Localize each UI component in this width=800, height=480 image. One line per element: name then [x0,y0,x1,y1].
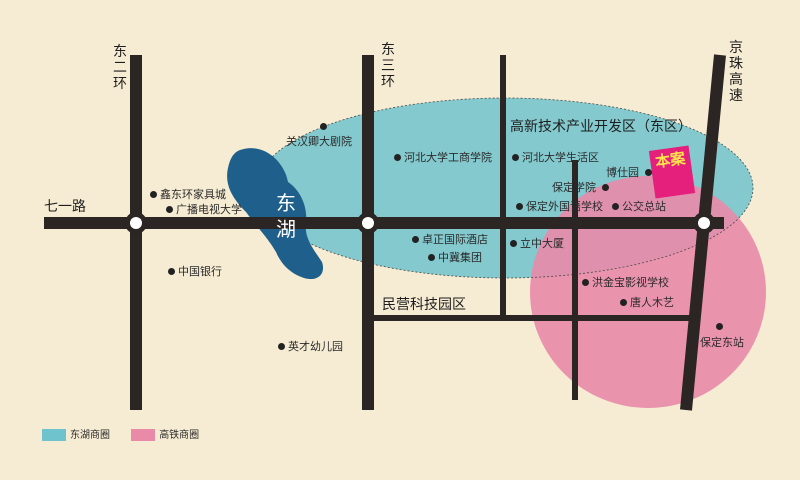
poi-hebei-shenghuo: 河北大学生活区 [512,152,599,163]
intersection-marker [125,212,147,234]
poi-dot-icon [412,235,419,243]
poi-zhongguo-yinhang: 中国银行 [168,266,222,277]
poi-yingcai: 英才幼儿园 [278,341,343,352]
poi-dot-icon [166,205,173,213]
legend-swatch [131,429,156,441]
poi-boshi: 博仕园 [606,167,655,178]
poi-zhongji: 中冀集团 [428,252,482,263]
poi-dot-icon [428,253,435,261]
poi-baoding-xueyuan: 保定学院 [552,182,612,193]
legend-item-donghu: 东湖商圈 [42,426,110,441]
poi-dot-icon [612,202,619,210]
poi-dot-icon [645,168,652,176]
poi-dot-icon [320,123,327,130]
legend-swatch [42,429,66,441]
lake-label: 东湖 [276,191,296,241]
road-label-dongsanhuan: 东三环 [381,42,395,91]
poi-dot-icon [150,190,157,198]
poi-hongjinbao: 洪金宝影视学校 [582,277,669,288]
map-legend: 东湖商圈 高铁商圈 [42,426,217,441]
intersection-marker [693,212,715,234]
poi-guanhanqing: 关汉卿大剧院 [286,123,352,147]
poi-waiguoyu: 保定外国语学校 [516,201,603,212]
poi-dot-icon [512,153,519,161]
road-label-dongerhuan: 东二环 [113,44,127,93]
poi-dot-icon [716,323,723,330]
poi-dot-icon [510,239,517,247]
poi-baoding-dongzhan: 保定东站 [700,323,744,348]
poi-dot-icon [278,342,285,350]
poi-gongjiao: 公交总站 [612,201,666,212]
poi-dot-icon [168,267,175,275]
poi-hebei-gongshang: 河北大学工商学院 [394,152,492,163]
legend-item-gaotie: 高铁商圈 [131,426,199,441]
poi-dot-icon [516,202,523,210]
poi-dot-icon [602,183,609,191]
poi-guangbo: 广播电视大学 [166,204,242,215]
project-marker: 本案 [648,145,696,199]
road-label-qiyi: 七一路 [44,199,86,215]
donghu-lake [227,148,324,280]
poi-zhuozheng: 卓正国际酒店 [412,234,488,245]
poi-dot-icon [620,298,627,306]
poi-dot-icon [582,278,589,286]
district-gaoxin: 高新技术产业开发区（东区） [510,119,692,135]
poi-tangren: 唐人木艺 [620,297,674,308]
poi-dot-icon [394,153,401,161]
poi-lizhong: 立中大厦 [510,238,564,249]
poi-xindonghuan: 鑫东环家具城 [150,189,226,200]
road-label-jingzhu: 京珠高速 [729,40,743,105]
district-minying: 民营科技园区 [382,297,466,313]
intersection-marker [357,212,379,234]
